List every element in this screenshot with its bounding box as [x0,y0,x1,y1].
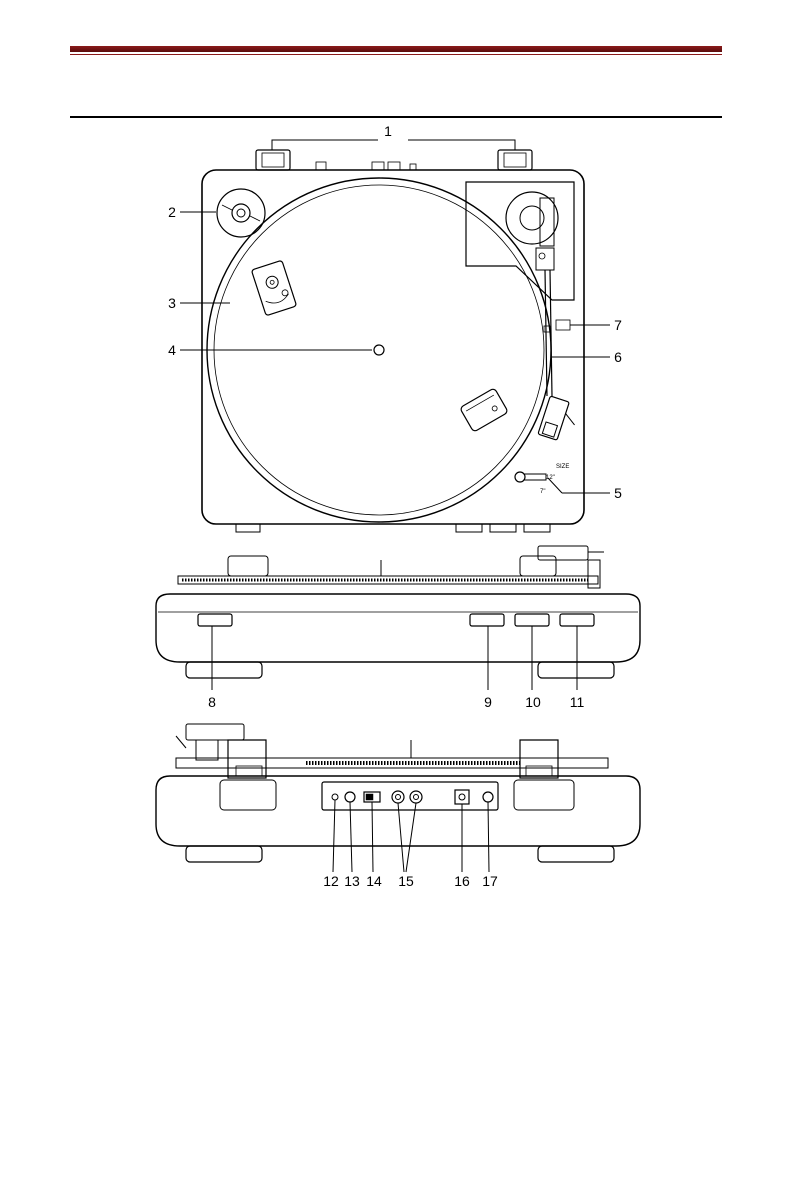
rear-view [156,724,640,872]
rear-switch-knob [366,794,373,800]
callout-12-line [333,800,335,872]
callout-15-line-b [406,803,416,872]
callout-1-line-left [272,140,378,150]
cueing-lever [556,320,570,330]
spindle [374,345,384,355]
size-label: SIZE [556,464,569,470]
rear-jack-top-2 [372,162,384,170]
size-value-12: 12" [546,475,555,481]
speed-selector-slot [524,474,546,480]
callout-15-line-a [398,803,404,872]
front-hinge-left [228,556,268,576]
front-button-8 [198,614,232,626]
callout-1-line-right [408,140,515,150]
rear-rca-right-pin [414,795,419,800]
adapter-mark-2 [250,216,260,221]
rear-rca-left [392,791,404,803]
rear-rca-left-pin [396,795,401,800]
rear-tonearm-tip [176,736,186,748]
headshell [538,396,581,444]
callout-4: 4 [168,342,176,358]
front-foot-left-view [186,662,262,678]
front-tonearm-head [538,546,588,560]
callout-6: 6 [614,349,622,365]
speed-selector-knob [515,472,525,482]
adapter-45rpm-center [237,209,245,217]
rear-rca-right [410,791,422,803]
callout-13-line [350,802,352,872]
callout-14: 14 [366,873,382,889]
front-button-11 [560,614,594,626]
rear-aux-jack [345,792,355,802]
size-value-7: 7" [540,489,545,495]
adapter-mark-1 [222,205,232,210]
rear-usb [483,792,493,802]
front-foot-left [236,524,260,532]
front-plinth [156,594,640,662]
tonearm-lift-knob [539,253,545,259]
adapter-holder [217,189,265,237]
platter-grip-2 [460,388,509,432]
plinth-body [202,170,584,524]
rear-foot-left [186,846,262,862]
adapter-45rpm [232,204,250,222]
top-view [180,140,610,532]
rear-jack-top-4 [410,164,416,170]
callout-8: 8 [208,694,216,710]
callout-3: 3 [168,295,176,311]
callout-5: 5 [614,485,622,501]
callout-13: 13 [344,873,360,889]
callout-15: 15 [398,873,414,889]
rear-jack-top-1 [316,162,326,170]
callout-7: 7 [614,317,622,333]
front-foot-right-view [538,662,614,678]
rear-tonearm-head [186,724,244,740]
rear-dc-jack-pin [459,794,465,800]
rear-hinge-well-right [514,780,574,810]
front-button-3 [524,524,550,532]
front-button-1 [456,524,482,532]
callout-16: 16 [454,873,470,889]
callout-14-line [372,802,373,872]
rear-dc-jack [455,790,469,804]
callout-1: 1 [384,123,392,139]
rear-platter-edge [176,758,608,768]
tonearm-tube-left [545,270,547,396]
front-button-9 [470,614,504,626]
rear-jack-top-3 [388,162,400,170]
rear-plinth [156,776,640,846]
hinge-right-inner [504,153,526,167]
rear-hinge-left [228,740,266,778]
callout-10: 10 [525,694,541,710]
tonearm-lift [536,248,554,270]
platter-grip-1 [251,260,296,316]
callout-9: 9 [484,694,492,710]
callout-2: 2 [168,204,176,220]
hinge-left-inner [262,153,284,167]
rear-tonearm-post [196,740,218,760]
callout-17-line [488,802,489,872]
callout-17: 17 [482,873,498,889]
rear-foot-right [538,846,614,862]
front-view [156,546,640,690]
callout-12: 12 [323,873,339,889]
front-button-2 [490,524,516,532]
rear-hinge-well-left [220,780,276,810]
tonearm-base [506,192,558,244]
rear-led [332,794,338,800]
front-platter-edge [178,576,598,584]
front-button-10 [515,614,549,626]
callout-11: 11 [570,694,585,710]
